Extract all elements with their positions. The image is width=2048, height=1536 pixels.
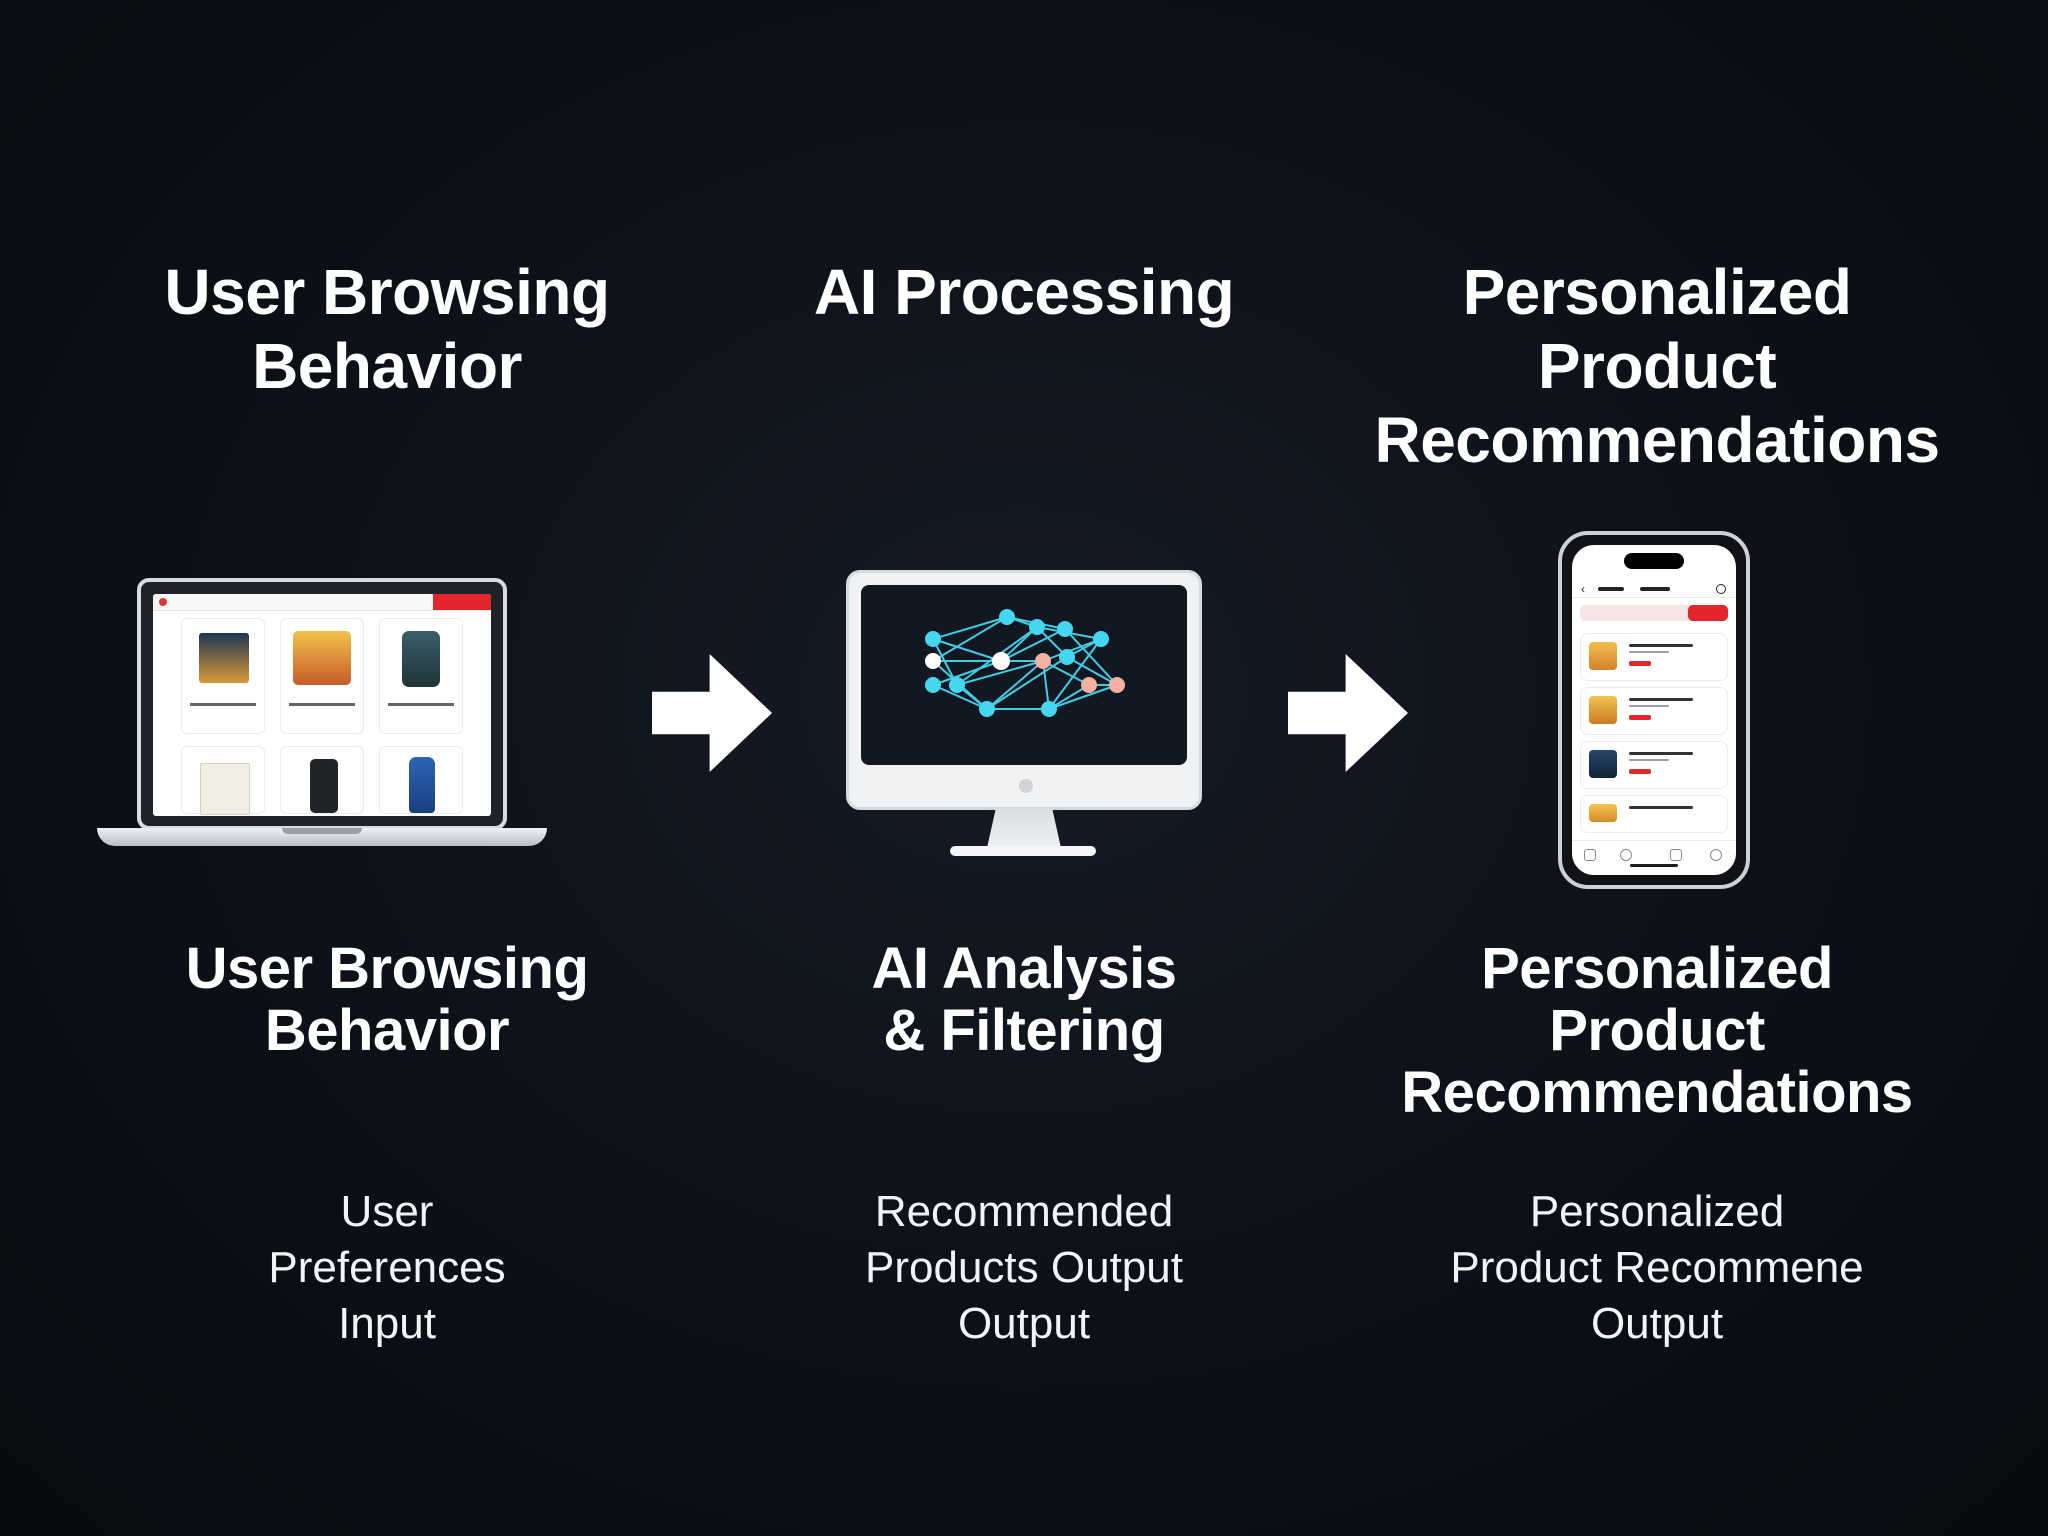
top-title-ai-processing: AI Processing — [813, 256, 1235, 328]
recommendation-item — [1580, 687, 1728, 735]
product-image-icon — [199, 633, 249, 683]
phone-search-button — [1688, 605, 1728, 621]
monitor-logo-icon — [1019, 779, 1033, 793]
laptop-notch — [282, 828, 362, 834]
middle-title-user-browsing: User Browsing Behavior — [185, 936, 589, 1063]
network-nodes — [925, 609, 1125, 717]
product-card — [181, 746, 265, 815]
tote-bag-icon — [200, 763, 250, 815]
laptop-icon — [97, 578, 547, 850]
recommendation-item — [1580, 741, 1728, 789]
dynamic-island-icon — [1624, 553, 1684, 569]
laptop-base — [97, 828, 547, 846]
product-thumbnail-icon — [1589, 696, 1617, 724]
settings-icon — [1716, 584, 1726, 594]
monitor-foot — [950, 846, 1096, 856]
monitor-screen — [861, 585, 1187, 765]
product-card — [379, 746, 463, 814]
middle-title-ai-analysis: AI Analysis & Filtering — [871, 936, 1177, 1063]
laptop-lid — [137, 578, 507, 830]
product-detail-line — [1629, 705, 1669, 707]
product-name-line — [1629, 698, 1693, 701]
subtext-user-preferences: User Preferences Input — [268, 1187, 506, 1348]
cart-tab-icon — [1670, 849, 1682, 861]
product-image-icon — [293, 631, 351, 685]
network-links — [932, 616, 1118, 710]
product-name-line — [1629, 752, 1693, 755]
product-name-line — [1629, 806, 1693, 809]
product-thumbnail-icon — [1589, 804, 1617, 822]
product-price-tag — [1629, 769, 1651, 774]
browser-top-bar — [153, 594, 491, 611]
home-indicator — [1630, 864, 1678, 867]
store-logo-icon — [159, 598, 167, 606]
profile-tab-icon — [1710, 849, 1722, 861]
column-personalized-recommendations: Personalized Product Recommendations Per… — [1337, 0, 1977, 1536]
phone-nav-subtitle — [1640, 587, 1670, 591]
product-price-tag — [1629, 715, 1651, 720]
product-card — [181, 618, 265, 734]
phone-nav-title — [1598, 587, 1624, 591]
home-tab-icon — [1584, 849, 1596, 861]
phone-product-icon — [402, 631, 440, 687]
monitor-frame — [846, 570, 1202, 810]
phone-body: ‹ — [1558, 531, 1750, 889]
bottle-product-icon — [409, 757, 435, 813]
column-user-browsing: User Browsing Behavior User Browsing Beh… — [67, 0, 707, 1536]
store-action-bar — [433, 594, 491, 610]
product-card — [280, 618, 364, 734]
phone-nav-bar: ‹ — [1572, 581, 1736, 598]
product-title-line — [388, 703, 454, 706]
subtext-recommended-products: Recommended Products Output Output — [865, 1187, 1183, 1348]
product-thumbnail-icon — [1589, 642, 1617, 670]
neural-network-graph — [925, 609, 1125, 717]
column-ai-processing: AI Processing AI Analysis & Filtering Re… — [704, 0, 1344, 1536]
product-price-tag — [1629, 661, 1651, 666]
product-card — [379, 618, 463, 734]
top-title-personalized-recommendations: Personalized Product Recommendations — [1374, 256, 1940, 476]
product-title-line — [289, 703, 355, 706]
middle-title-personalized-recommendations: Personalized Product Recommendations — [1401, 936, 1913, 1125]
product-name-line — [1629, 644, 1693, 647]
product-grid — [181, 618, 463, 815]
phone-case-icon — [310, 759, 338, 813]
monitor-stand — [987, 808, 1061, 848]
laptop-screen — [153, 594, 491, 816]
back-arrow-icon: ‹ — [1581, 582, 1585, 596]
phone-tab-bar — [1572, 840, 1736, 875]
product-card — [280, 746, 364, 814]
top-title-user-browsing: User Browsing Behavior — [164, 256, 610, 402]
product-detail-line — [1629, 651, 1669, 653]
product-title-line — [190, 703, 256, 706]
subtext-personalized-output: Personalized Product Recommene Output — [1450, 1187, 1864, 1348]
phone-screen: ‹ — [1572, 545, 1736, 875]
desktop-monitor-icon — [846, 570, 1202, 860]
recommendation-item — [1580, 795, 1728, 833]
recommendation-item — [1580, 633, 1728, 681]
product-detail-line — [1629, 759, 1669, 761]
smartphone-icon: ‹ — [1558, 531, 1750, 889]
search-tab-icon — [1620, 849, 1632, 861]
product-thumbnail-icon — [1589, 750, 1617, 778]
